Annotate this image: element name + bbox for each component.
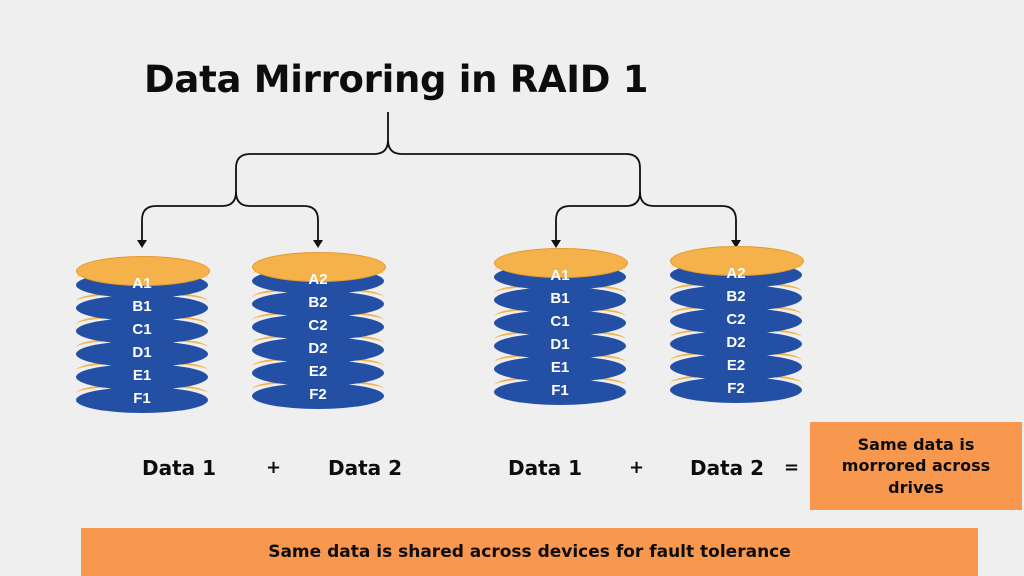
connector-right-outer xyxy=(387,112,737,244)
data2-label-left: Data 2 xyxy=(328,456,403,480)
disk-block-label: B2 xyxy=(308,294,328,311)
mirroring-note-text: Same data is morrored across drives xyxy=(841,434,991,497)
data1-label-left: Data 1 xyxy=(142,456,217,480)
disk-block-label: A2 xyxy=(308,271,328,288)
disk-top-cap xyxy=(494,248,628,278)
disk-block-label: F1 xyxy=(551,382,569,399)
equals-sign: = xyxy=(784,457,800,478)
disk-block-label: C2 xyxy=(726,311,746,328)
disk-block-label: C2 xyxy=(308,317,328,334)
disk-platter xyxy=(252,310,384,340)
disk-block-label: B1 xyxy=(132,298,152,315)
disk-block-label: F2 xyxy=(727,380,745,397)
disk-platter xyxy=(670,304,802,334)
disk-block-label: C1 xyxy=(550,313,570,330)
disk-block-label: A2 xyxy=(726,265,746,282)
disk-block-label: E2 xyxy=(308,363,328,380)
plus-sign-left: + xyxy=(266,457,282,478)
diagram-title: Data Mirroring in RAID 1 xyxy=(144,58,649,101)
plus-sign-right: + xyxy=(629,457,645,478)
connector-left-inner xyxy=(235,191,319,244)
disk-top-cap xyxy=(252,252,386,282)
connector-right-inner xyxy=(555,191,641,244)
data2-label-right: Data 2 xyxy=(690,456,765,480)
arrowhead-icon xyxy=(731,240,741,248)
footer-text: Same data is shared across devices for f… xyxy=(268,542,791,562)
disk-block-label: E1 xyxy=(550,359,570,376)
disk-block-label: D1 xyxy=(550,336,570,353)
mirroring-note-box: Same data is morrored across drives xyxy=(810,422,1022,510)
disk-platter xyxy=(76,383,208,413)
disk-top-cap xyxy=(670,246,804,276)
disk-block-label: B2 xyxy=(726,288,746,305)
footer-banner: Same data is shared across devices for f… xyxy=(81,528,978,576)
disk-block-label: D2 xyxy=(726,334,746,351)
connector-left-outer xyxy=(141,139,389,244)
disk-block-label: B1 xyxy=(550,290,570,307)
disk-block-label: E1 xyxy=(132,367,152,384)
disk-block-label: A1 xyxy=(132,275,152,292)
data1-label-right: Data 1 xyxy=(508,456,583,480)
disk-block-label: F2 xyxy=(309,386,327,403)
arrowhead-icon xyxy=(551,240,561,248)
arrowhead-icon xyxy=(313,240,323,248)
disk-block-label: F1 xyxy=(133,390,151,407)
disk-block-label: E2 xyxy=(726,357,746,374)
disk-block-label: C1 xyxy=(132,321,152,338)
disk-block-label: A1 xyxy=(550,267,570,284)
disk-block-label: D1 xyxy=(132,344,152,361)
disk-top-cap xyxy=(76,256,210,286)
arrowhead-icon xyxy=(137,240,147,248)
disk-block-label: D2 xyxy=(308,340,328,357)
